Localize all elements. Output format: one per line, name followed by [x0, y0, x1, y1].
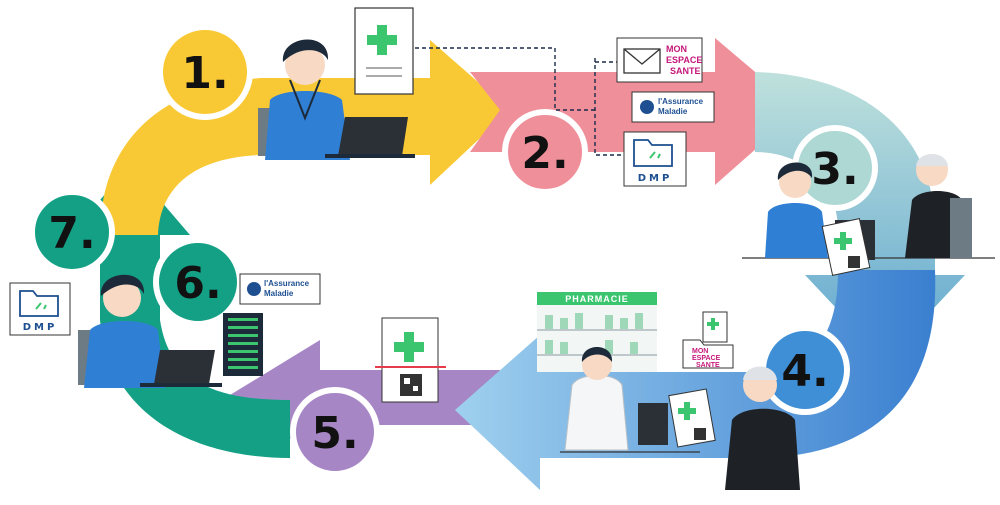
step-2-badge: 2. [502, 109, 588, 195]
step-2-number: 2. [521, 128, 568, 179]
envelope-logo-box: MON ESPACE SANTE [616, 37, 703, 83]
doctor-icon [258, 39, 350, 160]
step-3-scene [742, 154, 995, 276]
folder-icon [19, 290, 59, 317]
patient-icon [725, 366, 800, 490]
qr-prescription [375, 317, 446, 403]
step-1-badge: 1. [157, 24, 253, 120]
pharmacy-sign: PHARMACIE [565, 294, 629, 304]
step-5-number: 5. [311, 408, 358, 459]
mes-line1: MON [666, 44, 687, 54]
mes-line2: ESPACE [666, 55, 702, 65]
doctor-icon [78, 274, 165, 388]
step-7-number: 7. [48, 208, 95, 259]
prescription-icon [668, 388, 716, 448]
am-step6-line1: l'Assurance [264, 279, 310, 288]
dmp-label-step7: DMP [23, 322, 58, 333]
step-4-number: 4. [781, 346, 828, 397]
step-6-number: 6. [174, 258, 221, 309]
doctor-icon [765, 162, 828, 258]
step-3-number: 3. [811, 144, 858, 195]
am-line2: Maladie [658, 107, 688, 116]
mon-espace-sante-folder: MON ESPACE SANTE [682, 311, 734, 369]
dmp-logo: DMP [9, 282, 71, 336]
step-5-badge: 5. [290, 387, 380, 477]
step-1-number: 1. [181, 48, 228, 99]
prescription-icon [821, 218, 871, 276]
am-line1: l'Assurance [658, 97, 704, 106]
dmp-label-step2: DMP [638, 173, 673, 184]
step-7-badge: 7. [29, 189, 115, 275]
dmp-logo: DMP [623, 131, 687, 187]
patient-icon [905, 154, 972, 258]
assurance-maladie-logo: l'Assurance Maladie [239, 273, 321, 305]
qr-code-icon [400, 374, 422, 396]
arrow-step-4 [455, 270, 936, 490]
step-6-badge: 6. [153, 237, 243, 327]
mes-folder-line1: MON [692, 348, 708, 355]
dashed-connectors [415, 47, 625, 156]
server-rack-icon [223, 313, 263, 376]
folder-icon [633, 139, 673, 167]
pharmacist-icon [564, 347, 629, 451]
prescription-icon [354, 7, 414, 95]
laptop-icon [325, 117, 415, 158]
am-step6-line2: Maladie [264, 289, 294, 298]
mes-line3: SANTE [670, 66, 701, 76]
pharmacy-scene: PHARMACIE MON ESPACE SANTE [537, 292, 800, 490]
laptop-icon [140, 350, 222, 387]
envelope-icon [623, 48, 661, 74]
step-4-badge: 4. [760, 325, 850, 415]
mes-folder-line3: SANTE [696, 362, 720, 369]
mes-folder-line2: ESPACE [692, 355, 721, 362]
assurance-maladie-logo: l'Assurance Maladie [631, 91, 715, 123]
